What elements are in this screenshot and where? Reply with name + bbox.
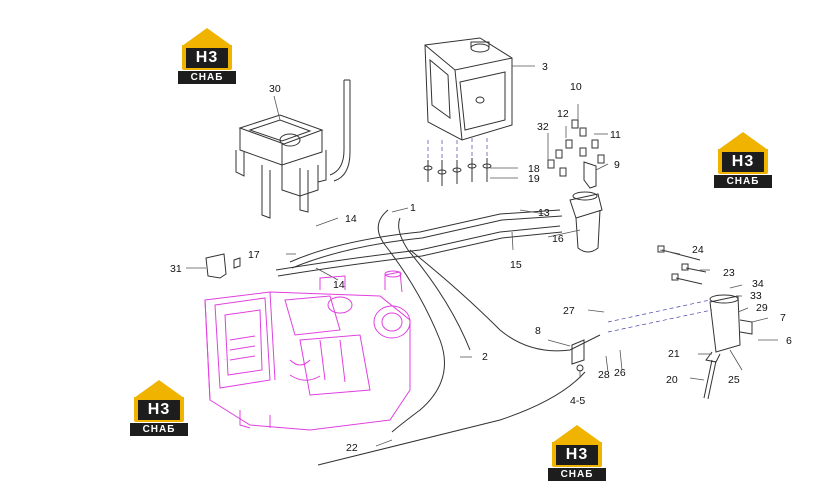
logo-bottom-center: H3 СНАБ — [546, 425, 608, 483]
part-fuel-tank — [424, 37, 513, 141]
hose-2 — [398, 217, 471, 351]
logo-roof — [552, 425, 602, 443]
callout-label: 10 — [570, 81, 582, 93]
dashed-connectors — [427, 138, 713, 333]
part-radiator-frame — [235, 79, 351, 219]
callout-label: 12 — [557, 108, 569, 120]
callout-label: 3 — [542, 61, 548, 73]
callout-label: 8 — [535, 325, 541, 337]
logo-mark: H3 — [138, 400, 180, 420]
logo-name: СНАБ — [178, 71, 236, 84]
callout-label: 31 — [170, 263, 182, 275]
callout-label: 11 — [610, 129, 621, 141]
callout-label: 19 — [528, 173, 540, 185]
callout-label: 18 — [528, 163, 540, 175]
part-pipe-20 — [703, 359, 713, 399]
callout-label: 22 — [346, 442, 358, 454]
callout-label: 32 — [537, 121, 549, 133]
logo-roof — [718, 132, 768, 150]
logo-top-right: H3 СНАБ — [712, 132, 774, 190]
logo-mark: H3 — [556, 445, 598, 465]
callout-label: 16 — [552, 233, 564, 245]
callout-label: 13 — [538, 207, 550, 219]
callout-label: 6 — [786, 335, 792, 347]
fuel-line-upper-2 — [291, 215, 563, 269]
callout-label: 24 — [692, 244, 704, 256]
leader-lines — [186, 65, 778, 447]
fuel-line-upper — [289, 209, 561, 263]
part-fuel-filter — [569, 191, 603, 253]
hose-1 — [377, 209, 445, 433]
callout-label: 33 — [750, 290, 762, 302]
callout-label: 27 — [563, 305, 575, 317]
callout-label: 25 — [728, 374, 740, 386]
logo-mark: H3 — [722, 152, 764, 172]
part-pipe-20b — [707, 360, 717, 400]
callout-label: 2 — [482, 351, 488, 363]
logo-bottom-left: H3 СНАБ — [128, 380, 190, 438]
callout-label: 20 — [666, 374, 678, 386]
callout-label: 29 — [756, 302, 768, 314]
part-bolt-23 — [671, 263, 707, 285]
logo-roof — [182, 28, 232, 46]
callout-label: 21 — [668, 348, 680, 360]
part-clamp — [571, 339, 585, 372]
callout-label: 14 — [345, 213, 357, 225]
hose-8 — [409, 249, 601, 352]
callout-label: 17 — [248, 249, 260, 261]
callout-label: 26 — [614, 367, 626, 379]
logo-top-left: H3 СНАБ — [176, 28, 238, 86]
logo-name: СНАБ — [130, 423, 188, 436]
callout-label: 1 — [410, 202, 416, 214]
part-bracket-31 — [205, 253, 227, 279]
part-small-bolts — [547, 119, 605, 177]
fuel-line-lower — [275, 225, 561, 271]
callout-label: 14 — [333, 279, 345, 291]
logo-roof — [134, 380, 184, 398]
callout-label: 15 — [510, 259, 522, 271]
callout-label: 28 — [598, 369, 610, 381]
callout-label: 7 — [780, 312, 786, 324]
callout-label: 30 — [269, 83, 281, 95]
hose-22 — [317, 371, 586, 466]
logo-name: СНАБ — [714, 175, 772, 188]
engine-assembly — [204, 270, 411, 431]
callout-label: 34 — [752, 278, 764, 290]
callout-label: 4-5 — [570, 395, 585, 407]
part-tank-bolts — [423, 158, 492, 186]
part-reservoir — [705, 294, 753, 363]
logo-mark: H3 — [186, 48, 228, 68]
callout-label: 23 — [723, 267, 735, 279]
part-bracket-9 — [583, 161, 597, 189]
callout-labels: 1 2 3 4-5 6 7 8 9 10 11 12 13 14 14 15 1… — [170, 61, 792, 454]
callout-label: 9 — [614, 159, 620, 171]
fuel-line-lower-2 — [277, 231, 563, 277]
logo-name: СНАБ — [548, 468, 606, 481]
